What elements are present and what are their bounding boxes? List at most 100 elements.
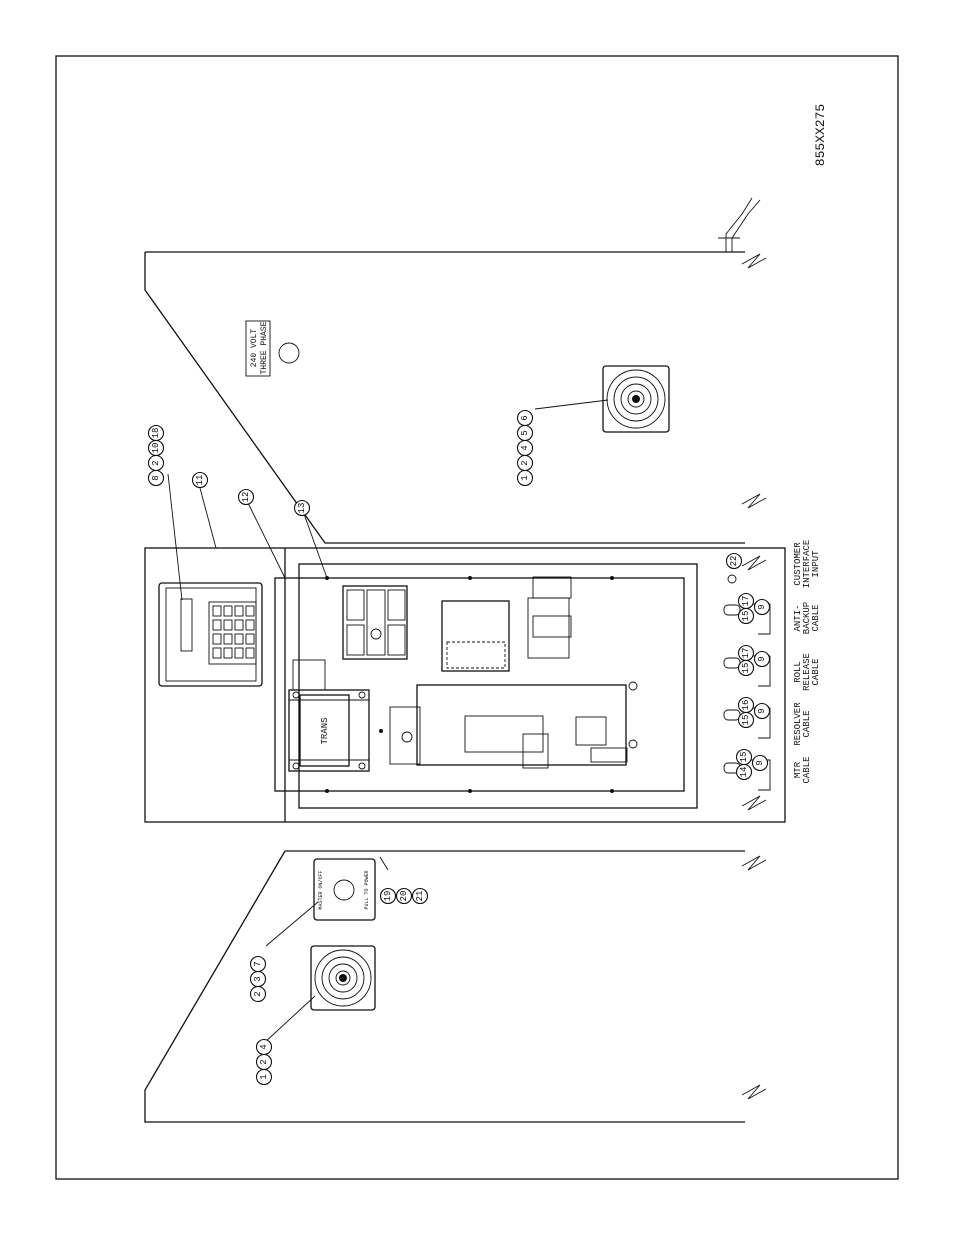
drawing-number: 855XX275: [813, 104, 828, 166]
svg-text:17: 17: [741, 596, 751, 607]
svg-text:9: 9: [755, 760, 765, 765]
fan-left-door: [311, 946, 375, 1010]
keypad-key: [213, 634, 221, 644]
svg-text:21: 21: [415, 891, 425, 902]
callout-bubble: 2: [251, 987, 266, 1002]
svg-text:10: 10: [151, 443, 161, 454]
svg-text:8: 8: [151, 475, 161, 480]
svg-text:3: 3: [253, 976, 263, 981]
left-door: [145, 851, 766, 1122]
svg-text:THREE PHASE: THREE PHASE: [260, 321, 269, 374]
keypad-key: [246, 648, 254, 658]
svg-text:16: 16: [741, 700, 751, 711]
cable-grips: [724, 575, 740, 773]
keypad-key: [235, 606, 243, 616]
svg-text:2: 2: [520, 460, 530, 465]
svg-text:9: 9: [757, 708, 767, 713]
svg-text:18: 18: [151, 428, 161, 439]
callout-bubble: 13: [295, 501, 310, 516]
callout-bubble: 15: [739, 609, 754, 624]
keypad-key: [224, 620, 232, 630]
keypad-display: [159, 583, 262, 686]
svg-text:15: 15: [741, 663, 751, 674]
callout-bubble: 6: [518, 411, 533, 426]
keypad-key: [246, 606, 254, 616]
svg-text:MASTER ON/OFF: MASTER ON/OFF: [318, 870, 324, 909]
cable-label: CABLE: [811, 604, 821, 631]
transformer-label: TRANS: [320, 717, 330, 744]
keypad-key: [235, 620, 243, 630]
callout-bubble: 9: [755, 600, 770, 615]
callout-bubble: 16: [739, 698, 754, 713]
svg-text:7: 7: [253, 961, 263, 966]
keypad-key: [246, 620, 254, 630]
master-switch-plate: MASTER ON/OFF PULL TO POWER: [314, 859, 375, 920]
svg-text:240 VOLT: 240 VOLT: [250, 329, 259, 368]
callout-bubble: 14: [737, 765, 752, 780]
cable-label: CABLE: [802, 710, 812, 737]
svg-text:11: 11: [195, 475, 205, 486]
callout-bubble: 2: [518, 456, 533, 471]
callout-bubble: 18: [149, 426, 164, 441]
keypad-keys: [213, 606, 254, 658]
fan-right-door: [603, 366, 669, 432]
callout-bubble: 4: [518, 441, 533, 456]
callout-bubble: 15: [739, 713, 754, 728]
svg-text:2: 2: [259, 1059, 269, 1064]
callout-bubble: 2: [149, 456, 164, 471]
door-hole: [279, 343, 299, 363]
callout-bubble: 19: [381, 889, 396, 904]
callout-bubble: 9: [755, 704, 770, 719]
leader-lines: [168, 474, 770, 870]
svg-text:PULL TO POWER: PULL TO POWER: [364, 870, 370, 909]
svg-text:15: 15: [741, 611, 751, 622]
servo-drive: [390, 682, 637, 768]
svg-text:15: 15: [741, 715, 751, 726]
svg-text:15: 15: [739, 752, 749, 763]
callout-bubble: 1: [257, 1070, 272, 1085]
svg-text:22: 22: [729, 556, 739, 567]
svg-text:20: 20: [399, 891, 409, 902]
keypad-key: [235, 634, 243, 644]
callout-bubble: 15: [737, 750, 752, 765]
callout-bubble: 3: [251, 972, 266, 987]
cable-label: CABLE: [811, 658, 821, 685]
svg-text:1: 1: [259, 1074, 269, 1079]
keypad-key: [213, 620, 221, 630]
svg-text:9: 9: [757, 604, 767, 609]
keypad-key: [224, 606, 232, 616]
svg-text:1: 1: [520, 475, 530, 480]
svg-text:17: 17: [741, 648, 751, 659]
svg-text:12: 12: [241, 492, 251, 503]
callout-bubble: 1: [518, 471, 533, 486]
svg-text:2: 2: [253, 991, 263, 996]
right-door: [145, 198, 766, 543]
cable-label: INPUT: [811, 550, 821, 578]
svg-text:14: 14: [739, 767, 749, 778]
callout-bubble: 20: [397, 889, 412, 904]
callout-bubble: 4: [257, 1040, 272, 1055]
svg-text:13: 13: [297, 503, 307, 514]
svg-text:5: 5: [520, 430, 530, 435]
keypad-key: [224, 634, 232, 644]
svg-text:4: 4: [520, 445, 530, 450]
callout-bubble: 12: [239, 490, 254, 505]
keypad-key: [213, 648, 221, 658]
keypad-key: [224, 648, 232, 658]
svg-text:9: 9: [757, 656, 767, 661]
callout-bubble: 9: [755, 652, 770, 667]
callout-bubble: 5: [518, 426, 533, 441]
callout-bubble: 17: [739, 646, 754, 661]
callout-bubble: 22: [727, 554, 742, 569]
control-board: [442, 577, 571, 671]
svg-text:19: 19: [383, 891, 393, 902]
callout-bubble: 17: [739, 594, 754, 609]
callout-bubble: 11: [193, 473, 208, 488]
cable-label: CABLE: [802, 756, 812, 783]
callout-bubble: 7: [251, 957, 266, 972]
svg-text:2: 2: [151, 460, 161, 465]
transformer: TRANS: [289, 660, 369, 771]
